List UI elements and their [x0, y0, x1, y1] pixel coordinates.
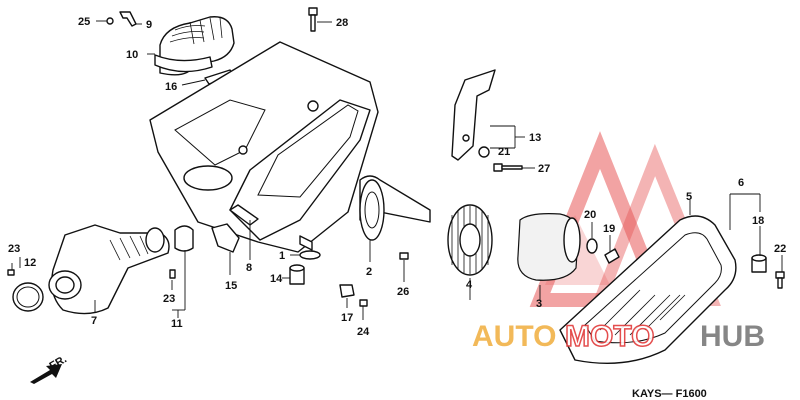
screw-26-part — [399, 252, 409, 282]
watermark-hub: HUB — [700, 320, 765, 353]
screw-24-part — [359, 299, 368, 320]
screw-23-left-part — [7, 263, 15, 276]
label-4: 4 — [466, 279, 473, 291]
ring-1-part — [290, 250, 321, 260]
label-8: 8 — [246, 262, 252, 274]
label-7: 7 — [91, 315, 97, 327]
label-19: 19 — [603, 223, 615, 235]
watermark-text: AUTO MOTO HUB — [472, 319, 765, 354]
watermark-moto: MOTO — [565, 320, 654, 353]
label-27: 27 — [538, 163, 550, 175]
clamp-11-part — [169, 225, 194, 318]
foam-element-3-part — [517, 213, 581, 300]
label-24: 24 — [357, 326, 370, 338]
screw-21-part — [478, 146, 490, 158]
part-labels: 25 9 10 28 16 13 21 27 6 5 18 20 19 22 2… — [8, 16, 786, 400]
label-21: 21 — [498, 146, 510, 158]
label-11: 11 — [171, 318, 183, 330]
label-5: 5 — [686, 191, 692, 203]
diagram-code: KAYS— F1600 — [632, 388, 707, 400]
washer-20-part — [586, 222, 598, 254]
screw-22-part — [775, 255, 785, 289]
label-25: 25 — [78, 16, 90, 28]
label-1: 1 — [279, 250, 285, 262]
front-label: FR. — [48, 353, 69, 372]
grommet-18-part — [729, 193, 767, 273]
label-6: 6 — [738, 177, 744, 189]
air-cleaner-case-part — [149, 41, 379, 253]
band-12-part — [12, 282, 44, 312]
bracket-part — [96, 11, 142, 27]
intake-boot-part — [154, 16, 235, 76]
label-16: 16 — [165, 81, 177, 93]
label-3: 3 — [536, 298, 542, 310]
label-2: 2 — [366, 266, 372, 278]
label-20: 20 — [584, 209, 596, 221]
label-23-left: 23 — [8, 243, 20, 255]
watermark-auto: AUTO — [472, 320, 556, 353]
bolt-28-part — [308, 7, 332, 32]
cover-5-part — [559, 200, 737, 364]
clip-19-part — [604, 235, 620, 264]
inlet-duct-part — [48, 224, 170, 315]
bracket-13-part — [451, 69, 525, 161]
label-10: 10 — [126, 49, 138, 61]
label-26: 26 — [397, 286, 409, 298]
front-direction-arrow-icon — [30, 364, 62, 384]
label-18: 18 — [752, 215, 764, 227]
label-14: 14 — [270, 273, 283, 285]
label-13: 13 — [529, 132, 541, 144]
bolt-27-part — [493, 163, 535, 172]
plug-14-part — [282, 264, 305, 285]
label-17: 17 — [341, 312, 353, 324]
filter-element-4-part — [447, 204, 493, 300]
label-12: 12 — [24, 257, 36, 269]
element-holder-part — [359, 175, 431, 262]
label-22: 22 — [774, 243, 786, 255]
label-15: 15 — [225, 280, 237, 292]
label-23-right: 23 — [163, 293, 175, 305]
drain-cap-15-part — [211, 223, 240, 275]
label-28: 28 — [336, 17, 348, 29]
clip-17-part — [339, 284, 355, 308]
label-9: 9 — [146, 19, 152, 31]
